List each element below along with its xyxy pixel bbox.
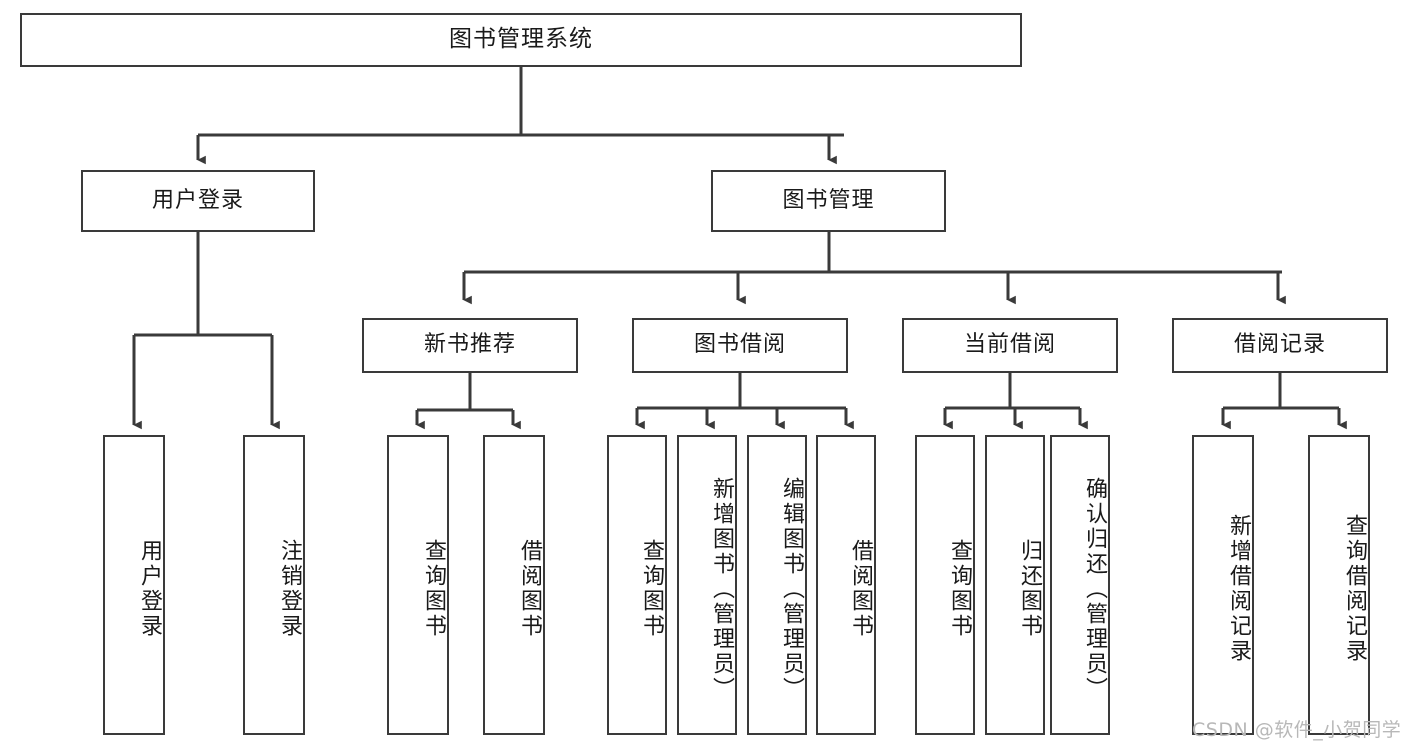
leaf-query-borrow-record[interactable]: 查询借阅记录 xyxy=(1308,435,1370,735)
leaf-user-login[interactable]: 用户登录 xyxy=(103,435,165,735)
node-book-management[interactable]: 图书管理 xyxy=(711,170,946,232)
node-user-login[interactable]: 用户登录 xyxy=(81,170,315,232)
node-root-book-management-system[interactable]: 图书管理系统 xyxy=(20,13,1022,67)
leaf-add-borrow-record[interactable]: 新增借阅记录 xyxy=(1192,435,1254,735)
node-label: 确认归还（管理员） xyxy=(1082,476,1107,702)
node-borrow-records[interactable]: 借阅记录 xyxy=(1172,318,1388,373)
node-label: 新增图书（管理员） xyxy=(709,476,734,702)
node-label: 用户登录 xyxy=(151,187,244,213)
node-label: 编辑图书（管理员） xyxy=(779,476,804,702)
leaf-query-books-recommendation[interactable]: 查询图书 xyxy=(387,435,449,735)
node-label: 当前借阅 xyxy=(963,332,1056,358)
node-label: 图书管理系统 xyxy=(449,26,593,53)
node-label: 注销登录 xyxy=(277,539,302,639)
leaf-add-book-admin[interactable]: 新增图书（管理员） xyxy=(677,435,737,735)
leaf-borrow-books[interactable]: 借阅图书 xyxy=(816,435,876,735)
leaf-confirm-return-admin[interactable]: 确认归还（管理员） xyxy=(1050,435,1110,735)
node-label: 借阅图书 xyxy=(517,539,542,639)
leaf-query-books-current[interactable]: 查询图书 xyxy=(915,435,975,735)
node-label: 归还图书 xyxy=(1017,539,1042,639)
node-current-borrowing[interactable]: 当前借阅 xyxy=(902,318,1118,373)
csdn-watermark: CSDN @软件_小贺同学 xyxy=(1192,719,1402,741)
leaf-return-books[interactable]: 归还图书 xyxy=(985,435,1045,735)
node-label: 图书管理 xyxy=(782,187,875,213)
node-label: 新增借阅记录 xyxy=(1226,514,1251,664)
node-label: 借阅记录 xyxy=(1233,332,1326,358)
node-label: 查询图书 xyxy=(421,539,446,639)
node-label: 图书借阅 xyxy=(693,332,786,358)
node-label: 查询图书 xyxy=(639,539,664,639)
leaf-edit-book-admin[interactable]: 编辑图书（管理员） xyxy=(747,435,807,735)
leaf-borrow-books-recommendation[interactable]: 借阅图书 xyxy=(483,435,545,735)
node-new-book-recommendation[interactable]: 新书推荐 xyxy=(362,318,578,373)
node-label: 新书推荐 xyxy=(423,332,516,358)
node-label: 查询图书 xyxy=(947,539,972,639)
node-label: 借阅图书 xyxy=(848,539,873,639)
node-label: 查询借阅记录 xyxy=(1342,514,1367,664)
leaf-logout[interactable]: 注销登录 xyxy=(243,435,305,735)
node-book-borrowing[interactable]: 图书借阅 xyxy=(632,318,848,373)
leaf-query-books-borrowing[interactable]: 查询图书 xyxy=(607,435,667,735)
node-label: 用户登录 xyxy=(137,539,162,639)
